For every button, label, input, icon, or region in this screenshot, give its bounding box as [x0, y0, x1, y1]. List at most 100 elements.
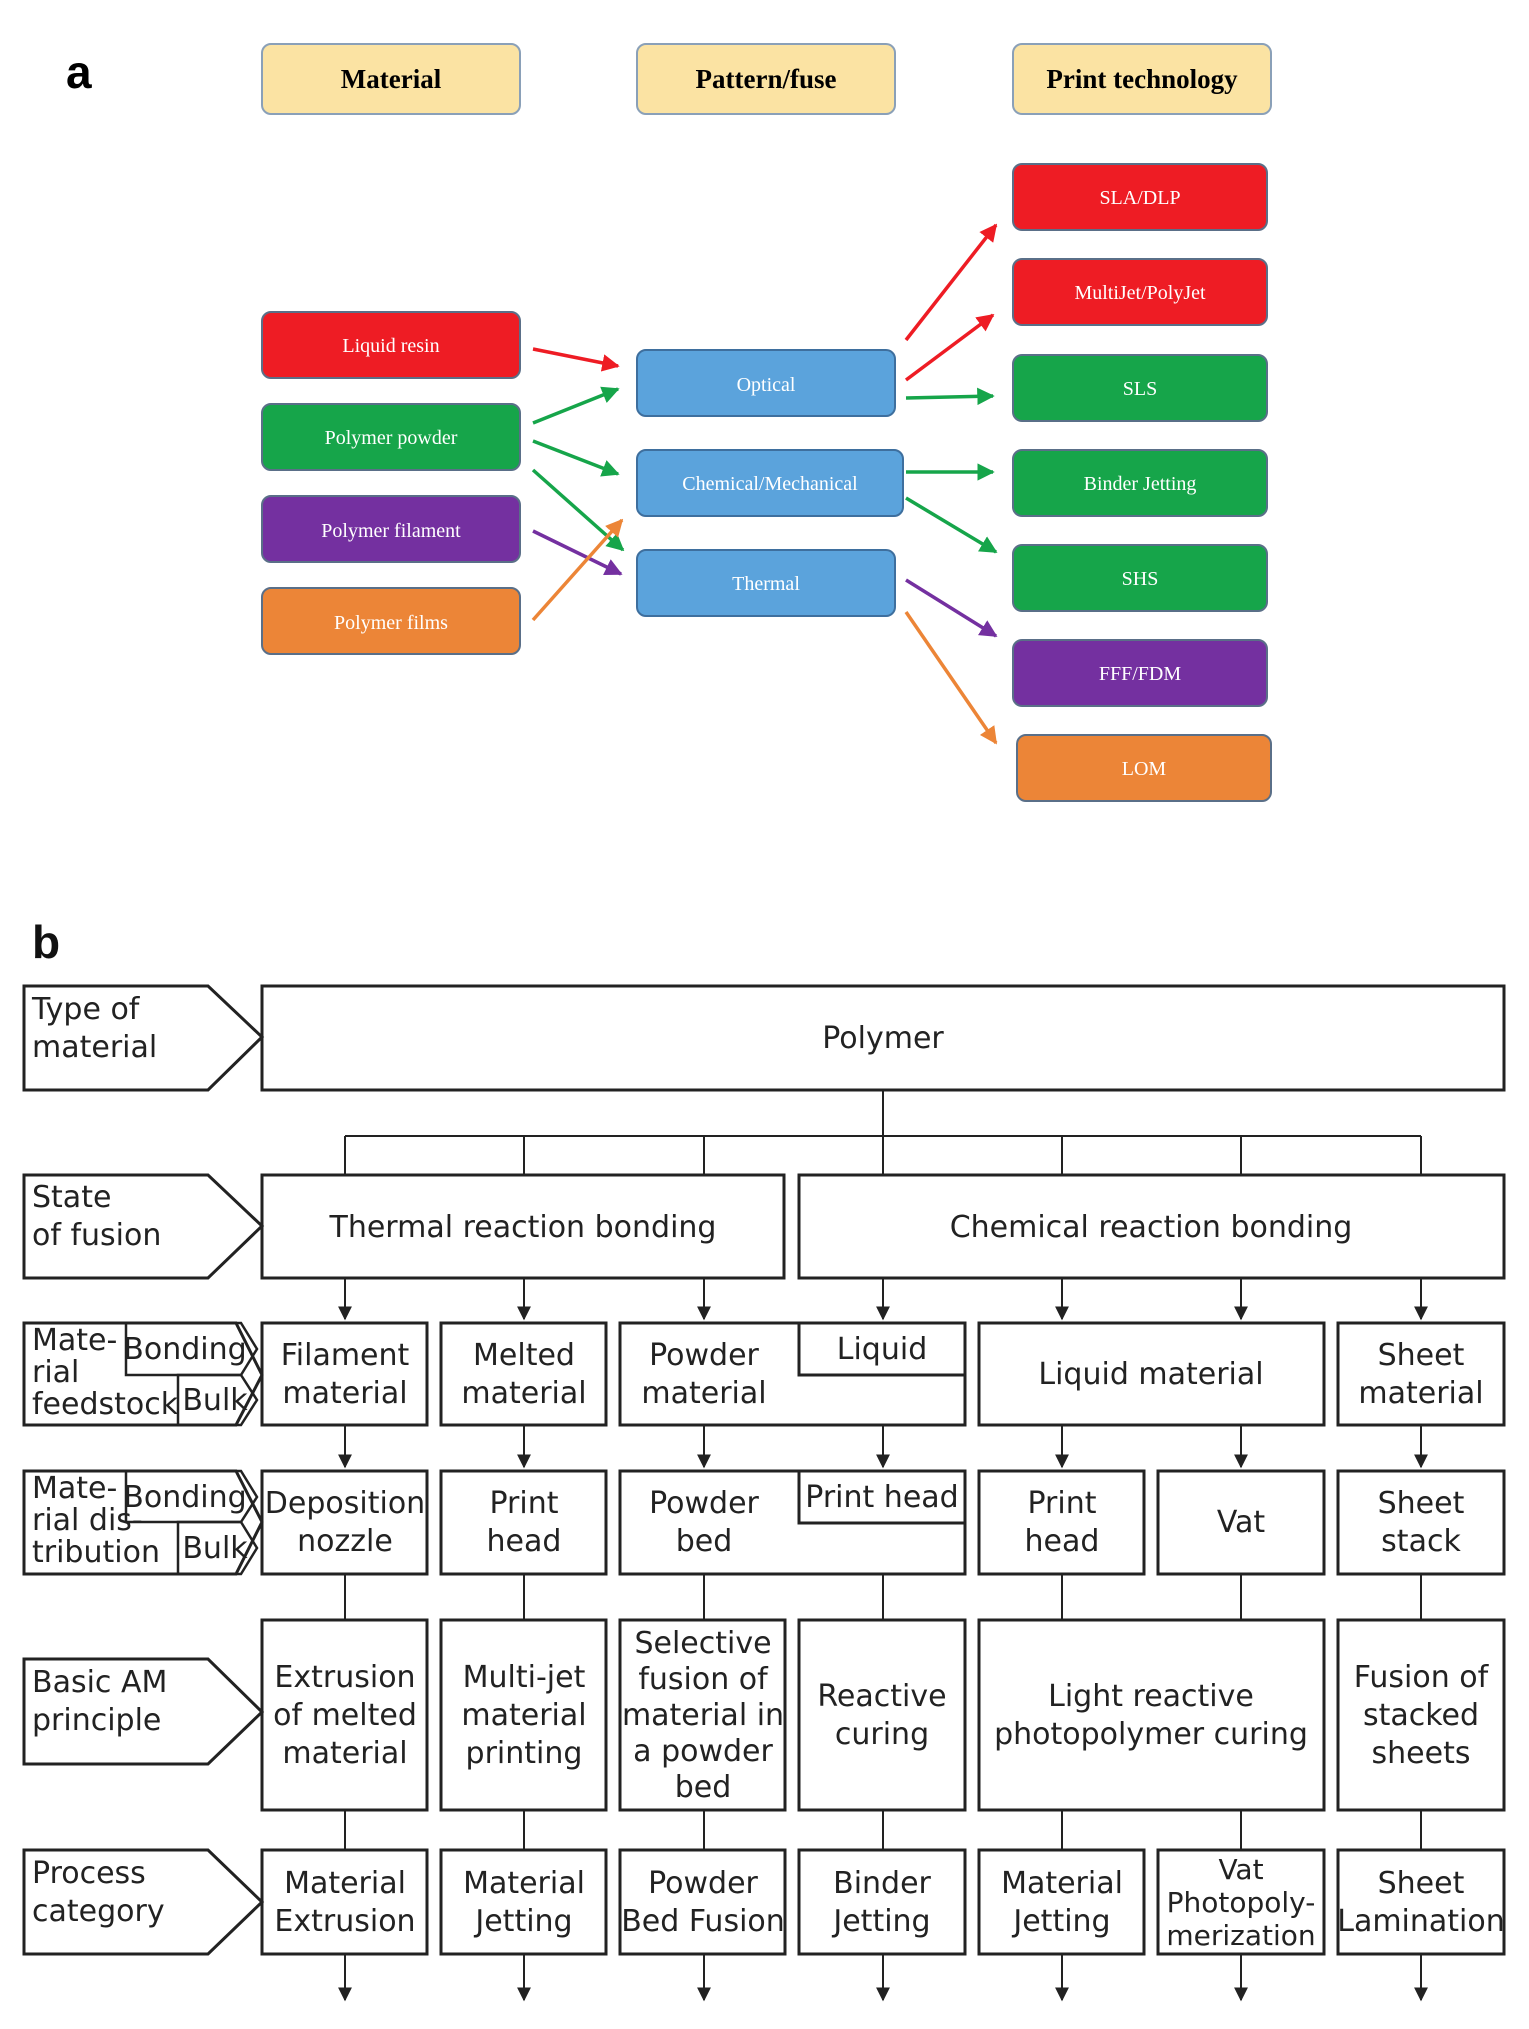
arrow-optical-sls [905, 387, 995, 406]
text-line: material [282, 1736, 407, 1771]
tech-label: Binder Jetting [1084, 473, 1197, 495]
row-label-type-shape [22, 984, 265, 1092]
arrows-to-feedstock [338, 1278, 1428, 1321]
text-line: Vat [1218, 1853, 1263, 1886]
text-line: material [461, 1698, 586, 1733]
text-line: Sheet [1378, 1866, 1465, 1901]
text-line: Binder [833, 1866, 931, 1901]
distribution-bonding-tag [124, 1469, 259, 1524]
cell-liquid [797, 1321, 967, 1377]
text-line: Material [463, 1866, 585, 1901]
text-line: Mate- [32, 1471, 117, 1506]
tech-binder-jetting: Binder Jetting [1012, 449, 1268, 517]
text-line: Vat [1217, 1505, 1266, 1540]
material-polymer-films: Polymer films [261, 587, 521, 655]
cell-powder-bed-fusion [618, 1848, 787, 1956]
text-line: a powder [633, 1734, 773, 1769]
arrow-thermal-lom [904, 611, 998, 745]
text-line: Powder [649, 1338, 759, 1373]
header-material: Material [261, 43, 521, 115]
header-pattern: Pattern/fuse [636, 43, 896, 115]
text-line: Sheet [1378, 1338, 1465, 1373]
cell-liquid-material [977, 1321, 1326, 1427]
cell-selective-fusion [618, 1618, 787, 1812]
text-line: Print [1027, 1486, 1096, 1521]
text-line: Process [32, 1856, 146, 1891]
text-line: Lamination [1337, 1904, 1505, 1939]
arrow-chemical-shs [905, 496, 998, 554]
text-line: Material [1001, 1866, 1123, 1901]
row-label-state-shape [22, 1173, 265, 1280]
distribution-bulk-tag [176, 1520, 259, 1576]
panel-a: a Material Pattern/fuse Print technology… [66, 43, 1272, 802]
text-line: stacked [1363, 1698, 1479, 1733]
tech-label: SLS [1123, 378, 1157, 400]
text-line: Deposition [265, 1486, 425, 1521]
text-line: fusion of [638, 1662, 769, 1697]
text-line: Jetting [1011, 1904, 1110, 1939]
thermal-bonding-label: Thermal reaction bonding [329, 1210, 717, 1245]
text-line: bed [676, 1524, 733, 1559]
arrow-thermal-fff [905, 578, 998, 638]
text-line: Jetting [831, 1904, 930, 1939]
print-head-2-label: Print head [805, 1480, 958, 1515]
liquid-label: Liquid [837, 1332, 927, 1367]
text-line: stack [1381, 1524, 1461, 1559]
material-label: Liquid resin [342, 335, 439, 357]
tech-label: FFF/FDM [1099, 663, 1181, 685]
text-line: head [1025, 1524, 1100, 1559]
panel-b: b [22, 916, 1506, 2002]
text-line: Reactive [817, 1679, 946, 1714]
distribution-bonding-label: Bonding [123, 1480, 246, 1515]
text-line: photopolymer curing [994, 1717, 1308, 1752]
cell-reactive-curing [797, 1618, 967, 1812]
header-material-label: Material [341, 64, 442, 94]
material-label: Polymer filament [321, 520, 461, 542]
distribution-bulk-label: Bulk [182, 1531, 248, 1566]
arrow-filament-thermal [532, 529, 623, 576]
text-line: Jetting [473, 1904, 572, 1939]
text-line: printing [466, 1736, 583, 1771]
material-polymer-powder: Polymer powder [261, 403, 521, 471]
text-line: Filament [281, 1338, 410, 1373]
text-line: material [282, 1376, 407, 1411]
feedstock-bonding-tag [124, 1321, 259, 1377]
chemical-bonding-label: Chemical reaction bonding [950, 1210, 1353, 1245]
arrow-powder-chemical [532, 439, 620, 477]
tree-connectors [344, 1090, 1422, 1175]
material-polymer-filament: Polymer filament [261, 495, 521, 563]
text-line: principle [32, 1703, 161, 1738]
text-line: head [487, 1524, 562, 1559]
text-line: Material [284, 1866, 406, 1901]
pattern-label: Chemical/Mechanical [682, 473, 858, 495]
tech-sls: SLS [1012, 354, 1268, 422]
feedstock-bonding-label: Bonding [123, 1332, 246, 1367]
text-line: Liquid material [1038, 1357, 1263, 1392]
text-line: Print head [805, 1480, 958, 1515]
header-print-technology: Print technology [1012, 43, 1272, 115]
text-line: Fusion of [1354, 1660, 1490, 1695]
pattern-thermal: Thermal [636, 549, 896, 617]
pattern-optical: Optical [636, 349, 896, 417]
text-line: merization [1166, 1919, 1315, 1952]
text-line: material [1358, 1376, 1483, 1411]
arrows-to-distribution [338, 1425, 1428, 1469]
text-line: of fusion [32, 1218, 161, 1253]
text-line: Type of [31, 992, 141, 1027]
text-line: Powder [648, 1866, 758, 1901]
bottom-arrows [338, 1954, 1428, 2002]
